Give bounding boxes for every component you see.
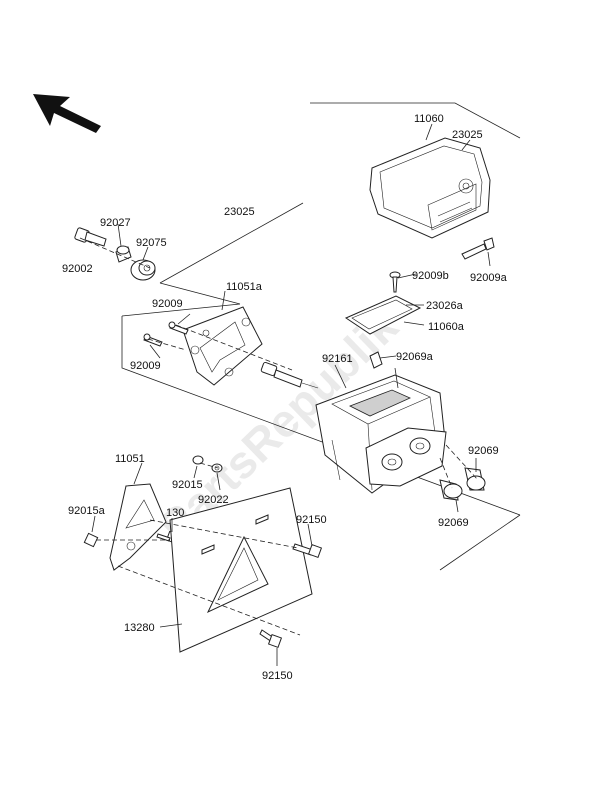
screw-92009-lower (143, 333, 163, 347)
label-11051a: 11051a (226, 281, 263, 293)
label-11060a: 11060a (428, 321, 465, 333)
screw-92009a (461, 237, 495, 260)
label-92150-upper: 92150 (296, 514, 327, 526)
label-92161: 92161 (322, 353, 353, 365)
label-92015: 92015 (172, 479, 203, 491)
label-92027: 92027 (100, 217, 131, 229)
label-92069-left: 92069 (438, 517, 469, 529)
screw-92009b (389, 271, 401, 293)
label-92022: 92022 (198, 494, 229, 506)
bracket-11051 (109, 483, 167, 571)
label-92015a: 92015a (68, 505, 106, 517)
bulb-92069-left (439, 479, 463, 501)
screw-92009-upper (168, 321, 189, 335)
label-23026a: 23026a (426, 300, 464, 312)
clip-92069a (369, 351, 383, 369)
label-92009b: 92009b (412, 270, 449, 282)
nut-92015 (192, 455, 204, 465)
label-92009a: 92009a (470, 272, 508, 284)
gasket-23026a (344, 295, 422, 335)
label-92002: 92002 (62, 263, 93, 275)
label-130: 130 (166, 507, 184, 519)
label-13280: 13280 (124, 622, 155, 634)
grommet-92075 (130, 259, 156, 281)
label-92069-right: 92069 (468, 445, 499, 457)
label-92075: 92075 (136, 237, 167, 249)
leader-lines (79, 123, 491, 666)
label-92009-lower: 92009 (130, 360, 161, 372)
label-23025-mid: 23025 (224, 206, 255, 218)
direction-arrow-icon (33, 94, 101, 133)
license-plate-13280 (169, 487, 313, 653)
label-11051: 11051 (115, 453, 145, 465)
bracket-11051a (182, 306, 263, 386)
bolt-92150-upper (292, 543, 323, 559)
bolt-92002 (74, 227, 107, 247)
taillight-housing (315, 374, 447, 494)
label-11060: 11060 (414, 113, 444, 125)
nut-92015a (83, 532, 99, 548)
taillight-lens (369, 137, 491, 239)
label-23025-top: 23025 (452, 129, 483, 141)
bulb-92069-right (464, 467, 486, 491)
label-92069a: 92069a (396, 351, 434, 363)
part-labels: 11060 23025 23025 92027 92075 92002 9200… (62, 113, 508, 682)
bolt-92150-lower (259, 629, 283, 649)
socket-92161 (260, 361, 319, 389)
label-92009-upper: 92009 (152, 298, 183, 310)
label-92150-lower: 92150 (262, 670, 293, 682)
